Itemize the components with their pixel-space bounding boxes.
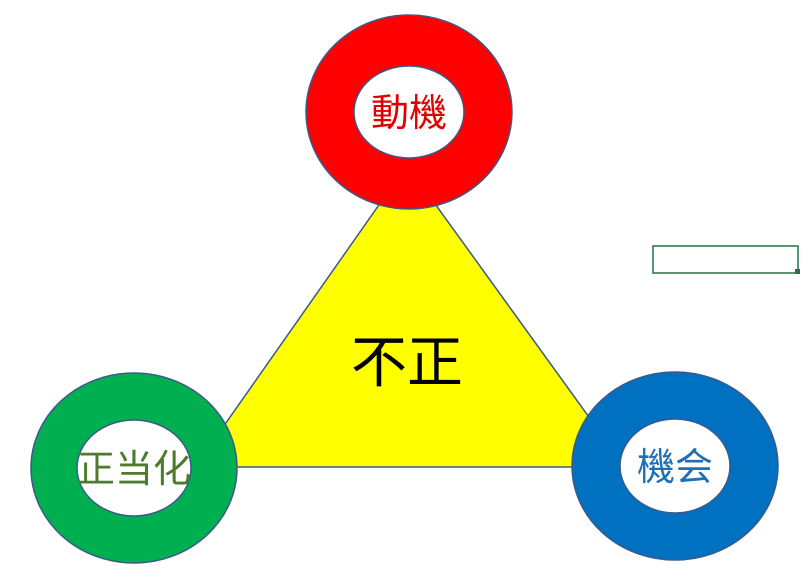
ring-label-opportunity: 機会: [637, 445, 713, 489]
fill-handle[interactable]: [795, 269, 800, 274]
triangle-label-fraud: 不正: [351, 331, 463, 396]
cell-selection-box[interactable]: [652, 245, 800, 274]
ring-label-rationalization: 正当化: [77, 447, 191, 491]
fraud-triangle[interactable]: [193, 163, 627, 468]
ring-opportunity[interactable]: 機会: [571, 371, 779, 561]
ring-motive[interactable]: 動機: [305, 14, 513, 210]
ring-label-motive: 動機: [371, 91, 447, 135]
ring-rationalization[interactable]: 正当化: [30, 372, 238, 564]
